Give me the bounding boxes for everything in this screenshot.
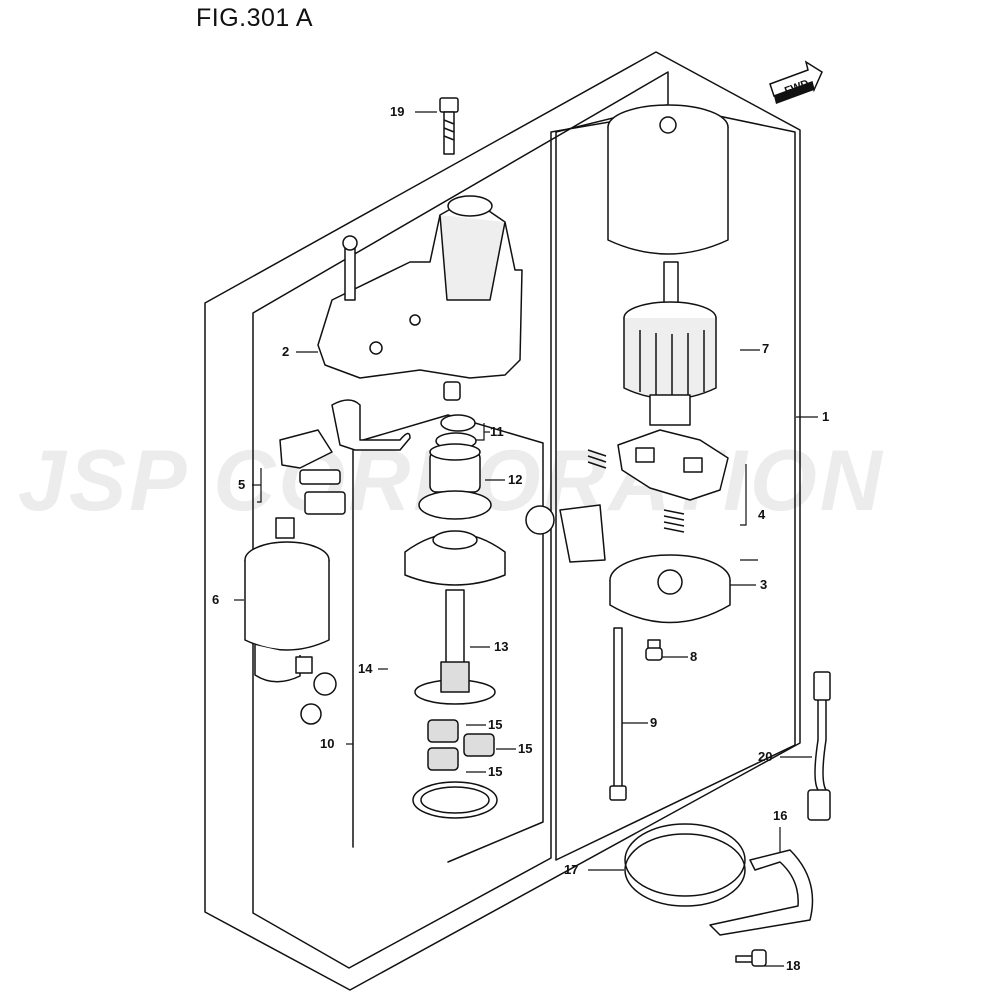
part-4-brush-holder: [525, 429, 729, 563]
part-3-end-cover: [609, 554, 731, 624]
callout-1: 1: [822, 409, 830, 424]
callout-2: 2: [282, 344, 290, 359]
part-16-bracket: [709, 849, 814, 936]
bushing: [443, 381, 461, 401]
callout-3: 3: [760, 577, 768, 592]
fwd-arrow-icon: FWD: [769, 60, 823, 104]
callout-20: 20: [758, 749, 773, 764]
part-13-pinion-shaft: [414, 589, 496, 705]
callout-8: 8: [690, 649, 698, 664]
callout-16: 16: [773, 808, 788, 823]
part-17-mounting-band: [624, 823, 746, 907]
callout-15-mid: 15: [518, 741, 533, 756]
callout-18: 18: [786, 958, 801, 973]
callout-11: 11: [490, 424, 504, 439]
part-8-screw: [645, 639, 663, 661]
part-9-through-bolt: [609, 627, 627, 801]
figure-title: FIG.301 A: [196, 4, 314, 32]
callout-6: 6: [212, 592, 220, 607]
part-19-bolt: [439, 97, 459, 155]
callout-10: 10: [320, 736, 335, 751]
callout-7: 7: [762, 341, 770, 356]
part-14-gear-housing: [404, 530, 506, 586]
part-5-shift-lever: [279, 399, 411, 515]
callout-13: 13: [494, 639, 509, 654]
callout-14: 14: [358, 661, 373, 676]
callout-12: 12: [508, 472, 523, 487]
assembly-frame-outer: [204, 51, 801, 991]
callout-17: 17: [564, 862, 579, 877]
callout-5: 5: [238, 477, 246, 492]
part-12-pinion-gear: [418, 443, 492, 520]
callout-15-bottom: 15: [488, 764, 503, 779]
callout-15-top: 15: [488, 717, 503, 732]
assembly-frame-10: [252, 71, 669, 969]
part-7-yoke: [607, 104, 729, 255]
part-18-screw: [735, 949, 767, 967]
callout-4: 4: [758, 507, 766, 522]
part-2-housing: [317, 195, 523, 379]
callout-9: 9: [650, 715, 658, 730]
callout-19: 19: [390, 104, 405, 119]
part-7-armature: [623, 261, 717, 426]
part-20-lead-wire: [807, 671, 831, 821]
part-15-planetary-gears: [412, 719, 498, 819]
assembly-frame-14: [352, 414, 544, 863]
part-6-solenoid: [244, 517, 337, 725]
